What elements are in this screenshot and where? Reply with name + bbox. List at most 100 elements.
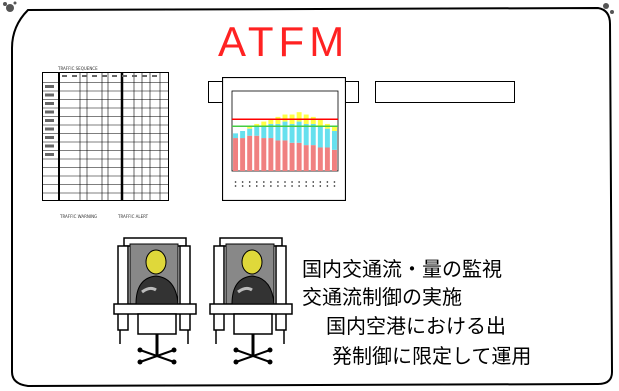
display-box-1	[208, 81, 222, 103]
x-tick-mark	[291, 185, 293, 187]
bar-cyan	[317, 126, 323, 148]
traffic-chart	[222, 77, 346, 201]
corner-doodle-icon	[603, 3, 614, 14]
bar-base	[275, 140, 281, 171]
table-row-label	[45, 127, 54, 131]
table-row-label	[45, 119, 54, 122]
bar-cyan	[233, 133, 239, 139]
bar-base	[331, 149, 337, 171]
bar-base	[233, 138, 239, 171]
table-header-label	[112, 75, 117, 77]
bar-cyan	[268, 123, 274, 139]
bar-base	[289, 142, 295, 171]
bar-cyan	[240, 131, 246, 139]
bar-yellow	[268, 119, 274, 124]
x-tick-mark	[248, 185, 251, 187]
x-tick-mark	[305, 181, 307, 183]
page-title: ATFM	[218, 18, 350, 65]
bar-yellow	[254, 123, 260, 127]
bar-cyan	[282, 121, 288, 141]
description-line-4: 発制御に限定して運用	[332, 344, 532, 368]
x-tick-mark	[256, 185, 258, 187]
x-tick-mark	[319, 185, 322, 187]
bar-base	[317, 147, 323, 171]
bar-cyan	[254, 126, 260, 136]
x-tick-mark	[277, 185, 279, 187]
table-caption: TRAFFIC SEQUENCE	[58, 66, 98, 71]
x-tick-mark	[263, 181, 265, 183]
x-tick-mark	[241, 181, 244, 183]
bar-cyan	[289, 123, 295, 143]
traffic-sequence-table	[42, 72, 169, 201]
table-header-label	[82, 75, 87, 77]
description-line-3: 国内空港における出	[326, 314, 506, 338]
x-tick-mark	[319, 181, 322, 183]
table-header-label	[132, 75, 137, 77]
bar-yellow	[331, 126, 337, 131]
bar-cyan	[310, 123, 316, 146]
description-line-1: 国内交通流・量の監視	[302, 257, 502, 281]
x-tick-mark	[248, 181, 251, 183]
x-tick-mark	[291, 181, 293, 183]
x-tick-mark	[333, 181, 336, 183]
display-box-3	[375, 81, 515, 103]
bar-base	[247, 135, 253, 171]
x-tick-mark	[326, 185, 329, 187]
bar-cyan	[296, 121, 302, 143]
operator-illustration	[113, 237, 293, 365]
bar-base	[303, 145, 309, 171]
x-tick-mark	[284, 181, 286, 183]
table-row-label	[45, 85, 54, 88]
bar-yellow	[310, 116, 316, 124]
x-tick-mark	[333, 185, 336, 187]
bar-yellow	[296, 112, 302, 122]
table-header-label	[72, 75, 77, 77]
x-tick-mark	[270, 185, 272, 187]
table-header-label	[92, 75, 97, 77]
x-tick-mark	[277, 181, 279, 183]
table-header-label	[62, 75, 67, 77]
bar-cyan	[303, 123, 309, 146]
bar-yellow	[282, 114, 288, 122]
table-row-label	[45, 136, 54, 139]
x-tick-mark	[234, 181, 237, 183]
description-line-2: 交通流制御の実施	[302, 285, 462, 309]
x-tick-mark	[298, 185, 300, 187]
table-row-label	[45, 144, 54, 148]
bar-base	[261, 138, 267, 171]
table-row-label	[45, 110, 54, 114]
bar-yellow	[261, 121, 267, 127]
x-tick-mark	[241, 185, 244, 187]
x-tick-mark	[256, 181, 258, 183]
bar-yellow	[275, 116, 281, 124]
x-tick-mark	[263, 185, 265, 187]
x-tick-mark	[305, 185, 307, 187]
bar-base	[324, 147, 330, 171]
x-tick-mark	[312, 185, 314, 187]
display-box-2	[345, 81, 359, 103]
table-header-label	[102, 75, 107, 77]
corner-doodle-icon	[3, 1, 17, 12]
table-row-label	[45, 102, 54, 105]
bar-base	[282, 140, 288, 171]
table-header-label	[152, 75, 157, 77]
bar-cyan	[275, 123, 281, 141]
operator-console-1	[113, 237, 197, 365]
bar-cyan	[261, 126, 267, 139]
table-row-label	[45, 93, 54, 97]
bar-base	[268, 138, 274, 171]
x-tick-mark	[270, 181, 272, 183]
table-header-label	[122, 75, 127, 77]
bar-cyan	[247, 128, 253, 136]
bar-cyan	[331, 131, 337, 150]
table-header-label	[142, 75, 147, 77]
bar-base	[240, 138, 246, 171]
bar-yellow	[247, 126, 253, 129]
bar-yellow	[317, 119, 323, 127]
table-row-label	[45, 153, 54, 156]
bar-base	[310, 145, 316, 171]
caption-traffic-alert: TRAFFIC ALERT	[118, 214, 149, 219]
x-tick-mark	[234, 185, 237, 187]
operator-console-2	[209, 237, 293, 365]
